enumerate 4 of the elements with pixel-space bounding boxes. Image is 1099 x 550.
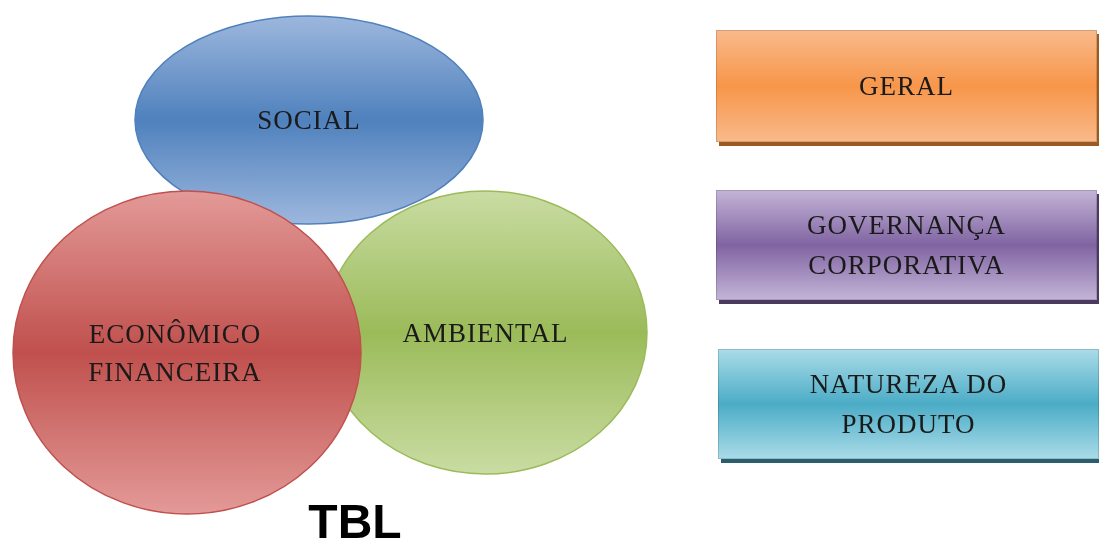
circle-label: SOCIAL (256, 104, 362, 137)
circle-label: AMBIENTAL (401, 316, 570, 350)
diagram-title: TBL (307, 494, 403, 550)
circle-label: ECONÔMICO FINANCEIRA (87, 317, 263, 389)
